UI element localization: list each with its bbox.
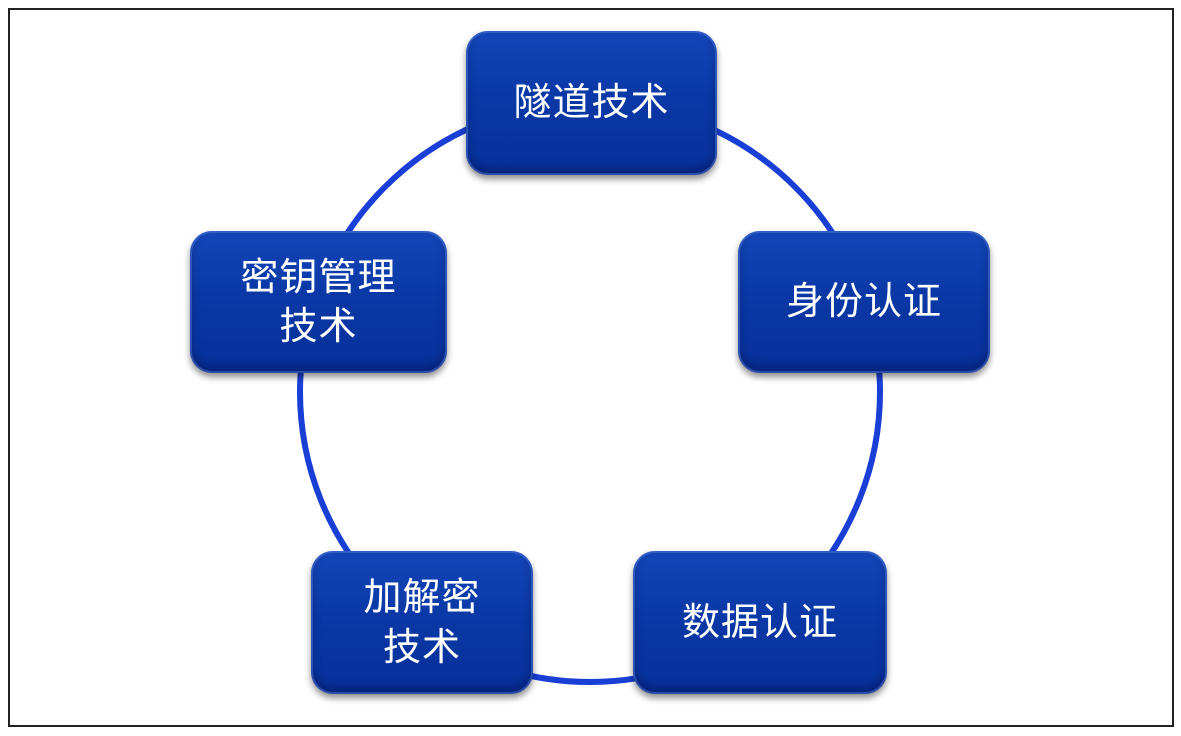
node-label: 数据认证 (681, 599, 838, 644)
node-data-auth: 数据认证 (633, 551, 887, 694)
node-encryption: 加解密 技术 (311, 551, 533, 694)
diagram-frame (8, 8, 1174, 727)
node-label: 身份认证 (785, 279, 942, 324)
node-identity-auth: 身份认证 (738, 231, 990, 373)
node-label-line2: 技术 (382, 624, 461, 669)
node-key-management: 密钥管理 技术 (190, 231, 447, 373)
node-tunnel: 隧道技术 (466, 31, 717, 175)
node-label: 隧道技术 (513, 80, 670, 125)
node-label-line2: 技术 (279, 304, 358, 348)
node-label-line1: 加解密 (363, 575, 481, 620)
node-label-line1: 密钥管理 (240, 254, 397, 299)
